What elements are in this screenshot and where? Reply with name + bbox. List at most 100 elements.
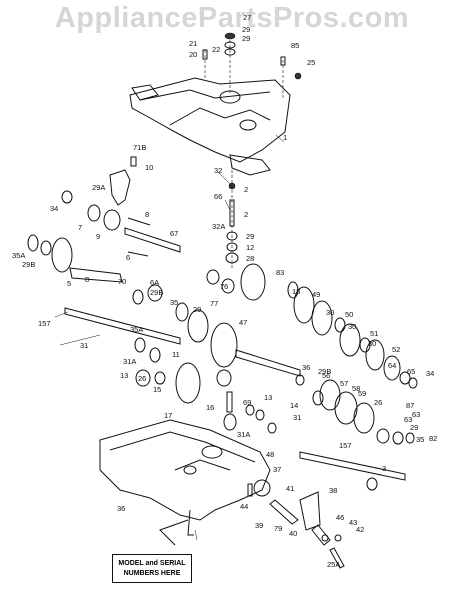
part-number-label: 46 — [336, 513, 344, 522]
part-number-label: 64 — [388, 361, 396, 370]
part-number-label: 31A — [237, 430, 250, 439]
part-number-label: 34 — [426, 369, 434, 378]
part-number-label: 69 — [243, 398, 251, 407]
part-number-label: 29B — [318, 367, 331, 376]
part-number-label: 87 — [406, 401, 414, 410]
part-number-label: 36 — [117, 504, 125, 513]
part-number-label: 1 — [283, 133, 287, 142]
part-number-label: 15 — [153, 385, 161, 394]
part-number-label: 25 — [307, 58, 315, 67]
part-number-label: 29B — [150, 288, 163, 297]
part-number-label: 82 — [429, 434, 437, 443]
part-number-label: 59 — [358, 389, 366, 398]
left-gear-stack — [27, 234, 209, 404]
part-number-label: 43 — [349, 518, 357, 527]
part-number-label: 16 — [206, 403, 214, 412]
part-number-label: 3 — [382, 464, 386, 473]
part-number-label: 35 — [170, 298, 178, 307]
part-number-label: 38 — [329, 486, 337, 495]
part-number-label: 31A — [123, 357, 136, 366]
part-number-label: 7 — [78, 223, 82, 232]
part-number-label: 6 — [126, 253, 130, 262]
part-number-label: 76 — [220, 282, 228, 291]
part-number-label: 31 — [80, 341, 88, 350]
part-number-label: 29 — [242, 34, 250, 43]
part-number-label: 27 — [243, 13, 251, 22]
part-number-label: 34 — [50, 204, 58, 213]
part-number-label: 51 — [370, 329, 378, 338]
part-number-label: 157 — [38, 319, 51, 328]
part-number-label: 71B — [133, 143, 146, 152]
part-number-label: 5 — [67, 279, 71, 288]
part-number-label: 77 — [210, 299, 218, 308]
part-number-label: 29 — [242, 25, 250, 34]
part-number-label: 6A — [150, 278, 159, 287]
part-number-label: 26 — [374, 398, 382, 407]
part-number-label: 79 — [274, 524, 282, 533]
model-serial-callout: MODEL and SERIAL NUMBERS HERE — [112, 554, 192, 583]
shift-fork-group — [61, 156, 181, 257]
part-number-label: 21 — [189, 39, 197, 48]
callout-line-2: NUMBERS HERE — [123, 570, 181, 577]
part-number-label: 35 — [416, 435, 424, 444]
part-number-label: 11 — [172, 350, 180, 359]
part-number-label: 18 — [292, 287, 300, 296]
part-number-label: 20 — [189, 50, 197, 59]
part-number-label: 35A — [130, 325, 143, 334]
callout-line-1: MODEL and SERIAL — [118, 560, 186, 567]
part-number-label: 58 — [352, 384, 360, 393]
upper-housing — [129, 77, 291, 176]
part-number-label: 65 — [407, 367, 415, 376]
part-number-label: 12 — [246, 243, 254, 252]
part-number-label: 28 — [246, 254, 254, 263]
part-number-label: 49 — [312, 290, 320, 299]
part-number-label: 9 — [96, 232, 100, 241]
part-number-label: 25A — [327, 560, 340, 569]
part-number-label: 67 — [170, 229, 178, 238]
part-number-label: 41 — [286, 484, 294, 493]
part-number-label: 47 — [239, 318, 247, 327]
watermark: AppliancePartsPros.com — [54, 2, 410, 34]
part-number-label: 44 — [240, 502, 248, 511]
part-number-label: 32 — [214, 166, 222, 175]
part-number-label: 29B — [22, 260, 35, 269]
part-number-label: 83 — [276, 268, 284, 277]
part-number-label: 30 — [348, 322, 356, 331]
part-number-label: 8 — [145, 210, 149, 219]
right-gear-train — [287, 281, 418, 491]
part-number-label: 29 — [410, 423, 418, 432]
part-number-label: 29A — [92, 183, 105, 192]
part-number-label: 10 — [145, 163, 153, 172]
lower-housing — [99, 419, 271, 546]
part-number-label: 29 — [246, 232, 254, 241]
part-number-label: 50 — [345, 310, 353, 319]
part-number-label: 39 — [255, 521, 263, 530]
part-number-label: 57 — [340, 379, 348, 388]
part-number-label: 2 — [244, 210, 248, 219]
part-number-label: 35A — [12, 251, 25, 260]
part-number-label: 66 — [214, 192, 222, 201]
part-number-label: 30 — [368, 339, 376, 348]
part-number-label: 22 — [212, 45, 220, 54]
part-number-label: 36 — [302, 363, 310, 372]
part-number-label: 56 — [322, 371, 330, 380]
part-number-label: 85 — [291, 41, 299, 50]
part-number-label: 31 — [293, 413, 301, 422]
part-number-label: 63 — [412, 410, 420, 419]
part-number-label: 70 — [118, 277, 126, 286]
part-number-label: 2 — [244, 185, 248, 194]
assembly-guide-lines — [204, 40, 284, 270]
center-gear-stack — [206, 182, 301, 434]
part-number-label: 32A — [212, 222, 225, 231]
part-number-label: 8 — [85, 275, 89, 284]
top-fasteners — [202, 32, 302, 80]
part-number-label: 29 — [193, 305, 201, 314]
part-number-label: 14 — [290, 401, 298, 410]
part-number-label: 26 — [138, 374, 146, 383]
leader-lines — [54, 134, 285, 541]
part-number-label: 52 — [392, 345, 400, 354]
part-number-label: 30 — [326, 308, 334, 317]
part-number-label: 48 — [266, 450, 274, 459]
